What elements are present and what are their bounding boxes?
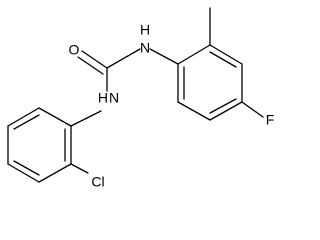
carbonyl-bond-1 bbox=[81, 50, 108, 69]
right-hydrogen-label: H bbox=[140, 22, 150, 38]
oxygen-label: O bbox=[69, 42, 80, 58]
fluorine-bond bbox=[241, 101, 264, 118]
left-nitrogen-label: N bbox=[109, 90, 119, 106]
bond-right-nh-to-ring bbox=[149, 48, 179, 65]
bond-left-nh-to-ring bbox=[70, 110, 102, 127]
carbonyl-bond-2 bbox=[77, 56, 104, 75]
right-ring-inner-bond-2 bbox=[209, 98, 237, 114]
right-ring-bond-4 bbox=[209, 101, 243, 121]
chlorine-bond bbox=[70, 163, 89, 174]
right-ring-bond-1 bbox=[177, 44, 211, 65]
left-ring-inner-bond-2 bbox=[13, 160, 40, 176]
bond-group bbox=[7, 7, 264, 183]
right-ring-inner-bond-1 bbox=[209, 51, 237, 68]
right-nitrogen-label: N bbox=[140, 40, 150, 56]
left-hydrogen-label: H bbox=[98, 90, 108, 106]
fluorine-label: F bbox=[266, 112, 275, 128]
urea-structure-diagram: O N H H N F Cl bbox=[7, 7, 275, 190]
left-ring-bond-3 bbox=[7, 163, 40, 183]
left-ring-bond-5 bbox=[7, 107, 40, 127]
atom-label-group: O N H H N F Cl bbox=[69, 22, 275, 190]
bond-carbonyl-to-right-nh bbox=[106, 48, 141, 69]
right-ring-bond-2 bbox=[209, 44, 243, 65]
left-ring-inner-bond-3 bbox=[13, 114, 40, 130]
left-ring-bond-6 bbox=[38, 107, 72, 127]
right-ring-bond-5 bbox=[177, 101, 211, 121]
left-ring-bond-2 bbox=[38, 163, 72, 183]
chlorine-label: Cl bbox=[91, 174, 104, 190]
